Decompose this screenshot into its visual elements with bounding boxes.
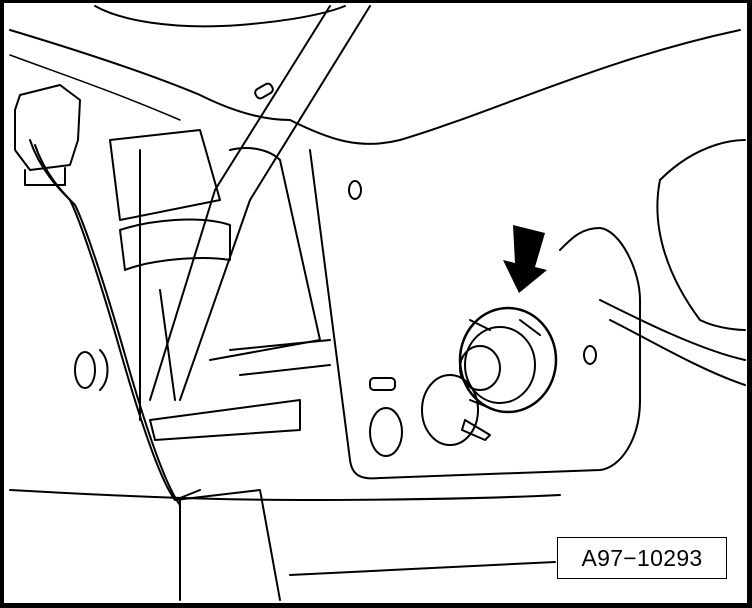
arrow-down-icon [503,225,547,293]
figure-label: A97−10293 [557,537,727,579]
